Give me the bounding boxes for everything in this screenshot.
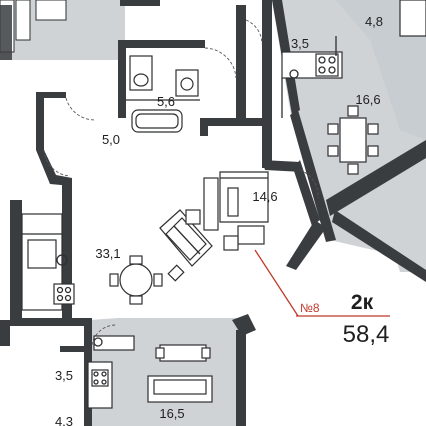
room-area-label: 5,6 [157, 94, 175, 109]
wardrobe-bedroom [203, 177, 265, 251]
sofa-living [159, 209, 213, 282]
room-area-label: 14,6 [252, 189, 277, 204]
room-area-label: 16,5 [159, 406, 184, 421]
doors [43, 19, 319, 346]
unit-callout [254, 249, 390, 317]
room-area-label: 4,8 [365, 14, 383, 29]
room-area-label: 5,0 [102, 132, 120, 147]
kitchen-counter-right [281, 51, 343, 118]
dining-set-living [109, 255, 163, 305]
unit-number: №8 [300, 301, 320, 315]
wardrobe-top-right [335, 0, 426, 56]
neighbor-apartment-top-left [0, 0, 125, 60]
unit-type: 2к [351, 291, 374, 314]
bathroom-fixtures [126, 55, 200, 133]
room-area-label: 16,6 [355, 92, 380, 107]
apartment-floor [40, 45, 318, 320]
neighbor-apartment-bottom-left [0, 345, 86, 426]
neighbor-bottom-furniture [87, 335, 213, 409]
kitchen-counter-living [21, 213, 75, 311]
room-area-label: 3,5 [291, 36, 309, 51]
room-area-label: 4,3 [55, 414, 73, 426]
bed [219, 171, 269, 223]
dining-set-right [327, 105, 379, 175]
unit-total-area: 58,4 [343, 321, 390, 348]
room-area-label: 33,1 [95, 246, 120, 261]
room-area-label: 3,5 [55, 368, 73, 383]
